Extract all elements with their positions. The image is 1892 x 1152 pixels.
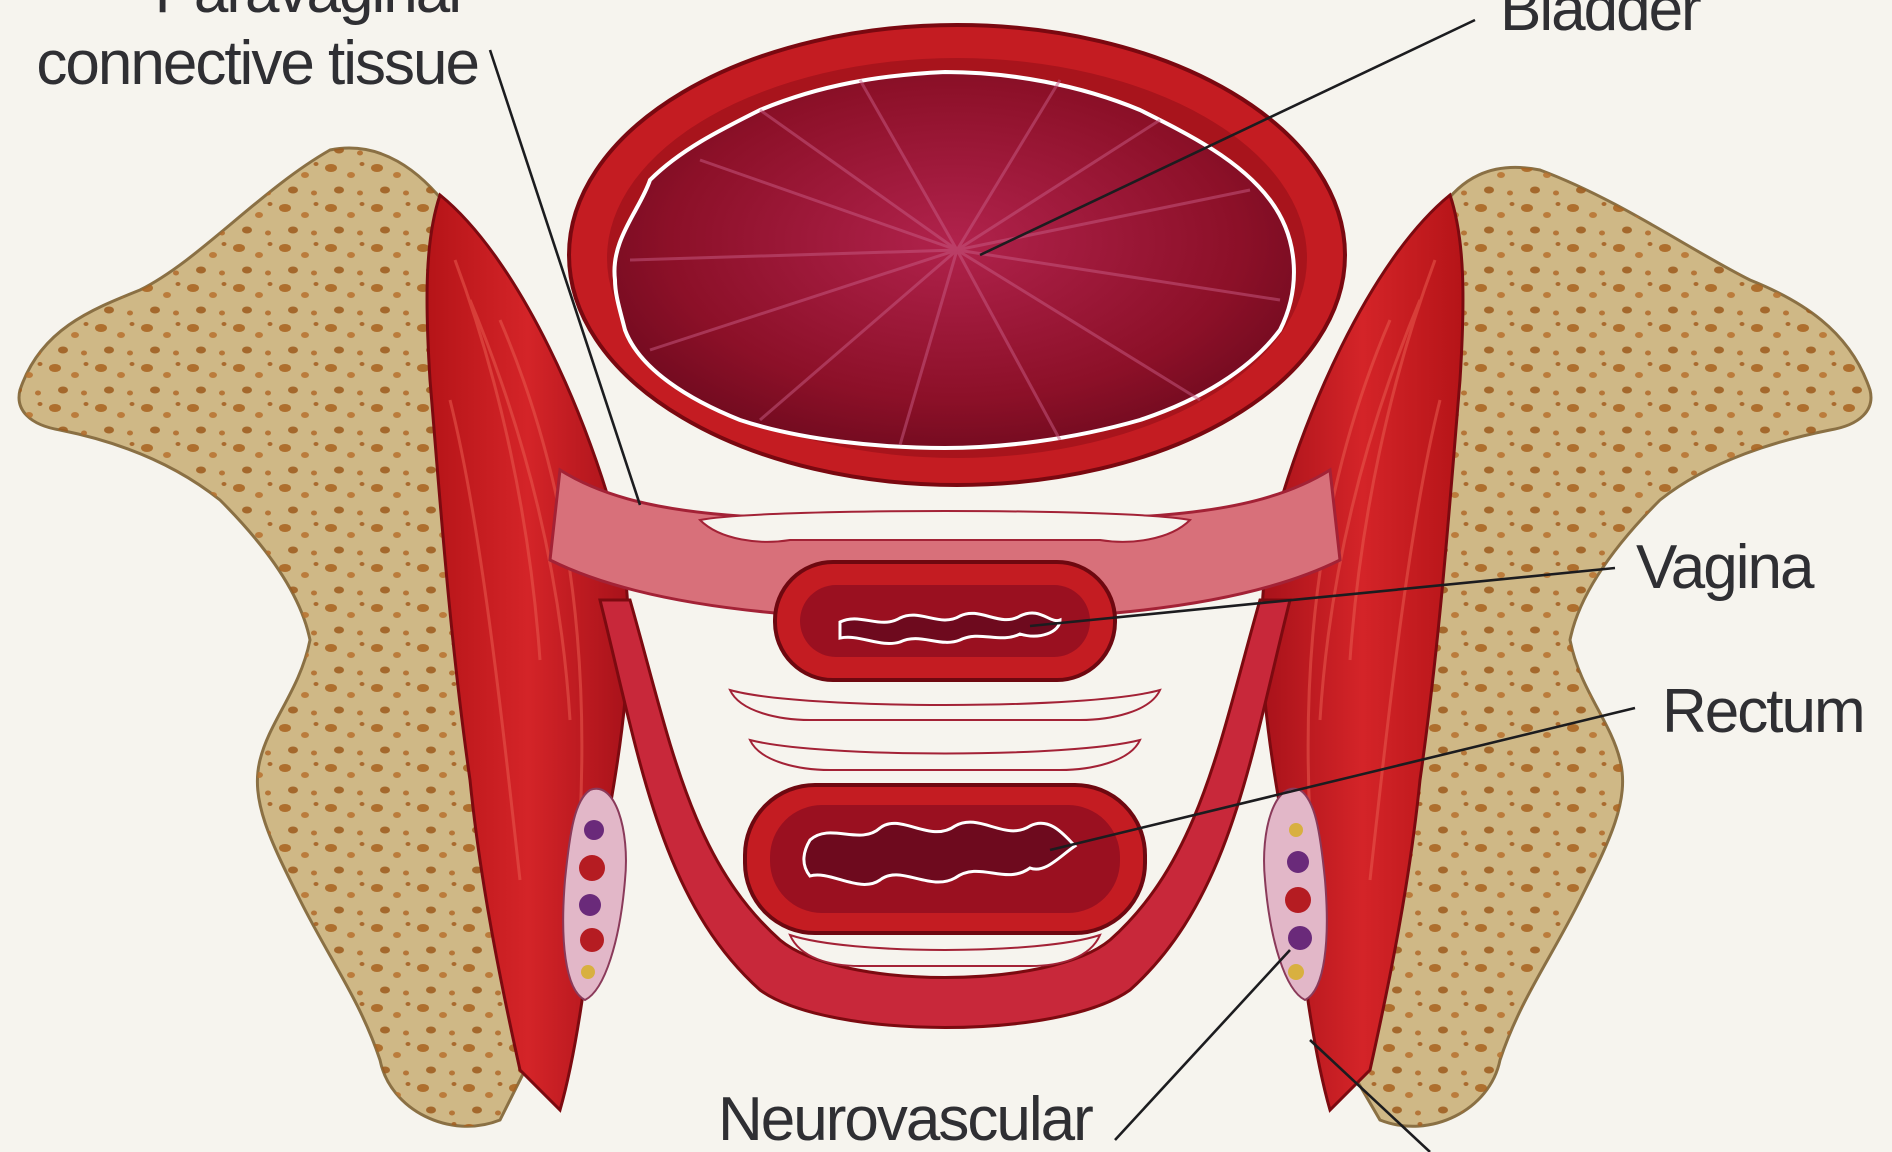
vagina-label: Vagina bbox=[1636, 533, 1815, 602]
bladder-label: Bladder bbox=[1500, 0, 1701, 44]
bladder bbox=[569, 25, 1345, 485]
neurovascular-label: Neurovascular bbox=[718, 1085, 1093, 1152]
vagina bbox=[775, 562, 1115, 680]
rectum bbox=[745, 785, 1145, 933]
paravaginal-label-line2: connective tissue bbox=[36, 29, 478, 98]
rectum-label: Rectum bbox=[1662, 677, 1864, 746]
paravaginal-connective-tissue bbox=[550, 470, 1340, 1028]
paravaginal-label-line1: Paravaginal bbox=[155, 0, 460, 26]
